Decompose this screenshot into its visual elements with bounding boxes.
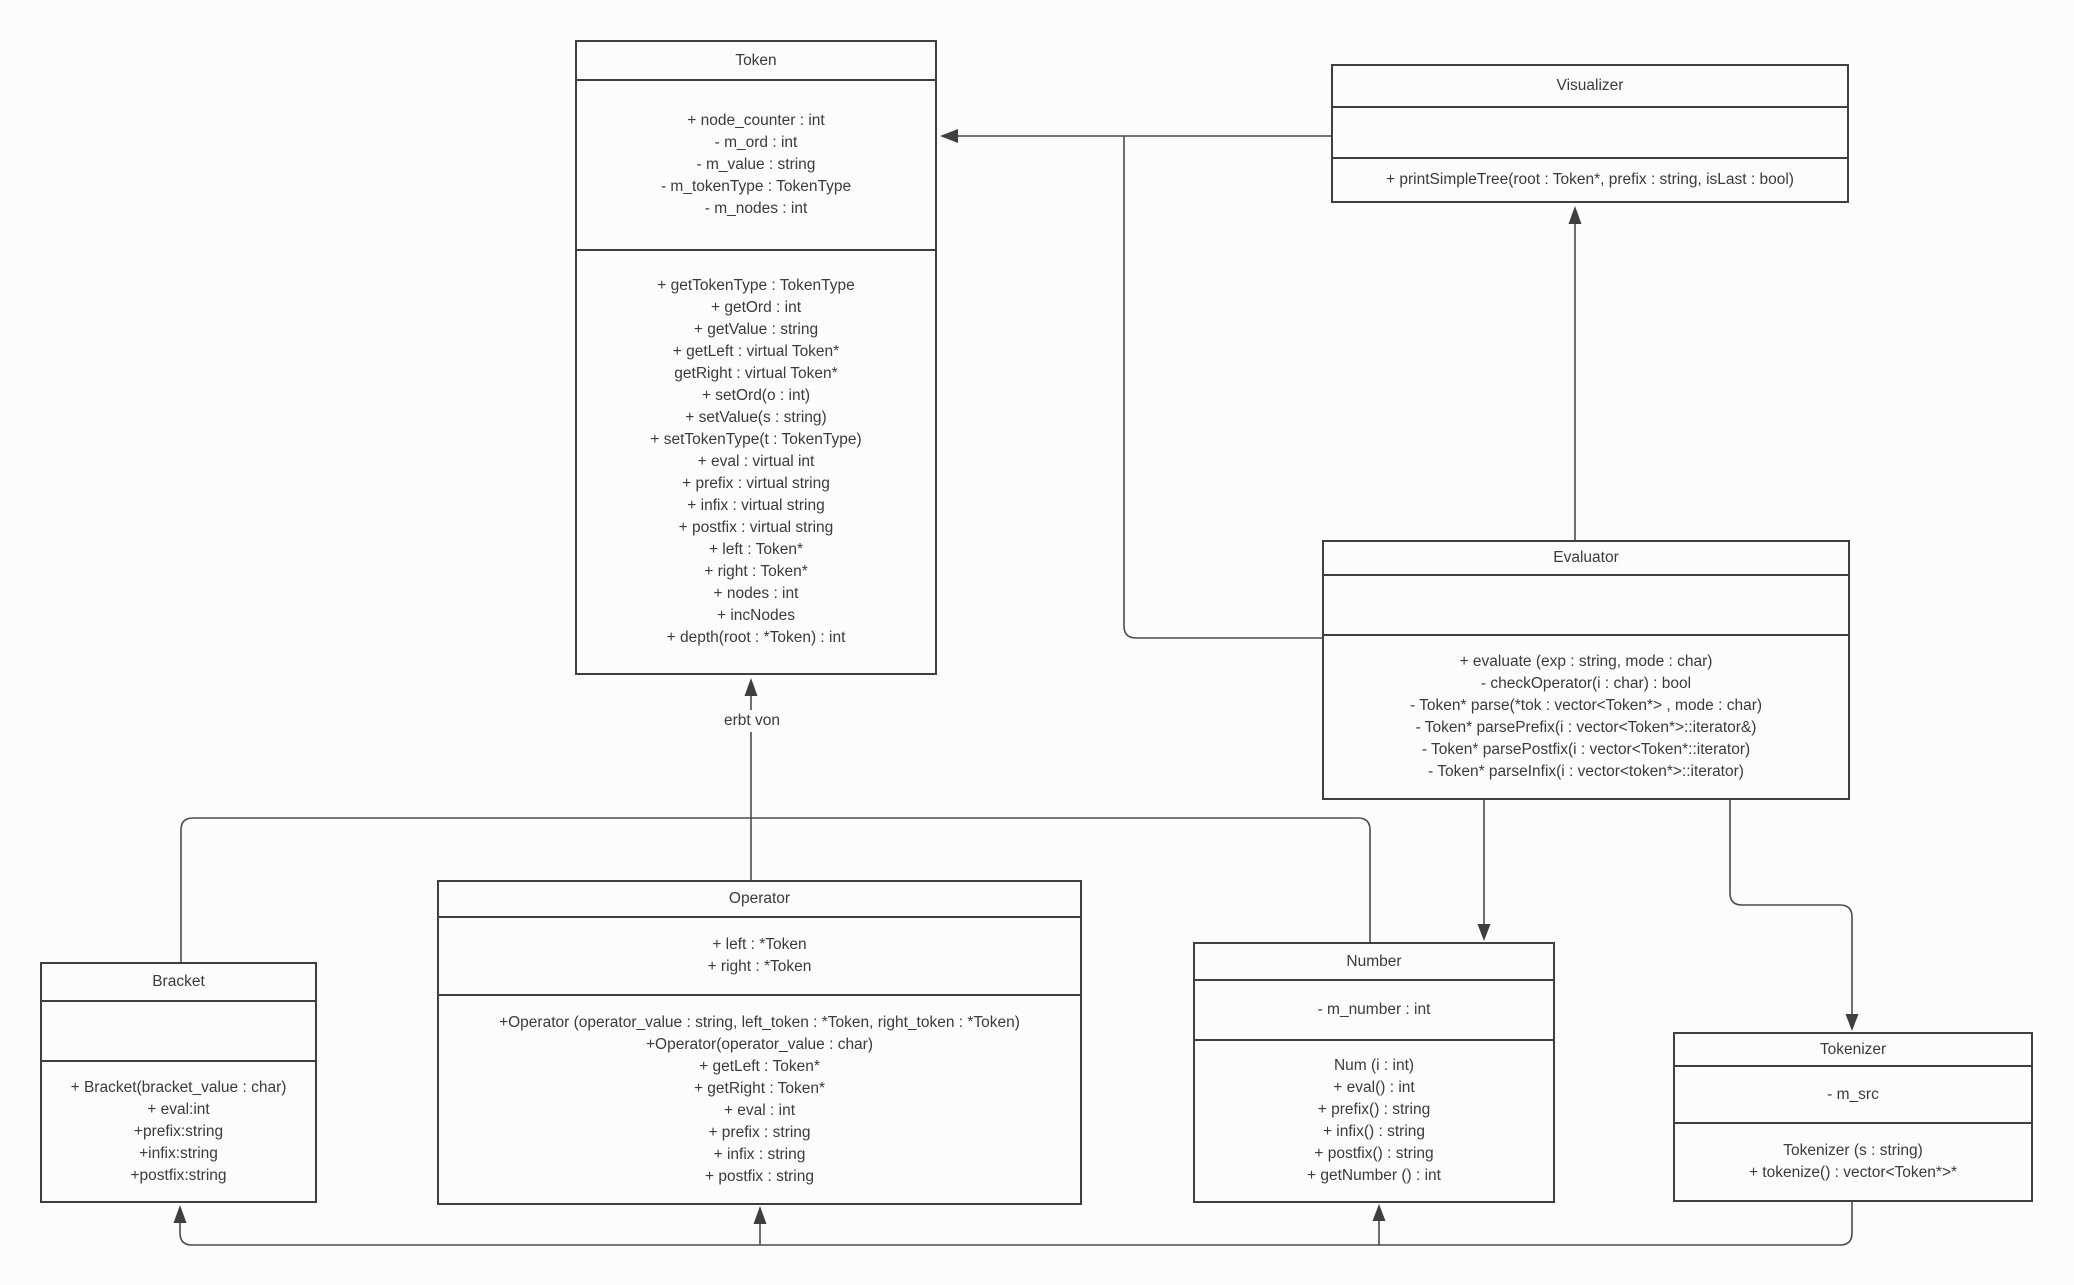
member-row: + getNumber () : int	[1307, 1167, 1441, 1184]
class-attributes-evaluator	[1324, 574, 1848, 634]
member-row: + getTokenType : TokenType	[657, 277, 855, 294]
member-row: + getOrd : int	[710, 299, 802, 316]
class-methods-token: + getTokenType : TokenType + getOrd : int…	[577, 249, 935, 673]
member-row: - Token* parse(*tok : vector<Token*> , m…	[1409, 697, 1763, 714]
class-methods-tokenizer: Tokenizer (s : string) + tokenize() : vec…	[1675, 1122, 2031, 1200]
class-title-bracket: Bracket	[152, 973, 205, 990]
class-box-tokenizer: Tokenizer - m_src Tokenizer (s : string)…	[1673, 1032, 2033, 1202]
member-row: - m_nodes : int	[704, 200, 808, 217]
arrowhead-into-tokenizer-top	[1845, 1014, 1859, 1031]
member-row: + infix : string	[713, 1145, 806, 1163]
member-row: - m_number : int	[1317, 1001, 1431, 1018]
class-title-token: Token	[735, 51, 777, 69]
member-row: + eval : virtual int	[697, 453, 815, 470]
member-row: + prefix : virtual string	[682, 475, 830, 492]
member-row: + getRight : Token*	[693, 1079, 826, 1097]
edge-evaluator-to-token-branch	[1123, 136, 1322, 639]
member-row: + postfix : virtual string	[678, 519, 834, 536]
member-row: + Bracket(bracket_value : char)	[70, 1078, 287, 1096]
member-row: + setOrd(o : int)	[701, 387, 811, 404]
member-row: + postfix : string	[705, 1167, 814, 1185]
member-row: + right : Token*	[704, 563, 808, 580]
member-row: getRight : virtual Token*	[674, 365, 838, 382]
member-row: + setValue(s : string)	[685, 409, 827, 426]
member-row: + prefix() : string	[1317, 1101, 1431, 1118]
edge-evaluator-to-tokenizer	[1729, 800, 1853, 1015]
member-row: + right : *Token	[707, 958, 812, 975]
member-row: + getValue : string	[693, 321, 819, 338]
edge-tokenizer-bottom-bus	[179, 1202, 1853, 1246]
member-row: + postfix() : string	[1314, 1145, 1434, 1162]
member-row: +Operator (operator_value : string, left…	[499, 1013, 1020, 1031]
class-attributes-bracket	[42, 1000, 315, 1060]
member-row: - Token* parsePostfix(i : vector<Token*:…	[1421, 741, 1751, 758]
member-row: +Operator(operator_value : char)	[645, 1035, 874, 1053]
member-row: +postfix:string	[130, 1166, 227, 1184]
class-attributes-operator: + left : *Token + right : *Token	[439, 916, 1080, 994]
member-row: +prefix:string	[133, 1122, 224, 1140]
member-row: + getLeft : Token*	[699, 1057, 820, 1075]
member-row: + depth(root : *Token) : int	[666, 629, 846, 646]
member-row: Tokenizer (s : string)	[1783, 1142, 1923, 1159]
class-box-operator: Operator + left : *Token + right : *Token…	[437, 880, 1082, 1205]
arrowhead-into-bracket-bottom	[173, 1205, 187, 1223]
member-row: + node_counter : int	[687, 112, 825, 129]
member-row: + evaluate (exp : string, mode : char)	[1459, 653, 1713, 670]
member-row: + setTokenType(t : TokenType)	[650, 431, 862, 448]
arrowhead-into-token-bottom	[744, 678, 758, 696]
class-title-operator: Operator	[728, 890, 791, 907]
member-row: - m_src	[1827, 1085, 1879, 1103]
member-row: - checkOperator(i : char) : bool	[1480, 675, 1692, 692]
member-row: +infix:string	[139, 1144, 218, 1162]
member-row: + tokenize() : vector<Token*>*	[1748, 1164, 1958, 1181]
inheritance-edge-label: erbt von	[702, 710, 802, 732]
class-methods-number: Num (i : int) + eval() : int + prefix() : …	[1195, 1039, 1553, 1201]
member-row: + left : *Token	[712, 936, 807, 953]
class-title-visualizer: Visualizer	[1556, 77, 1624, 94]
member-row: + eval : int	[723, 1101, 796, 1119]
arrowhead-into-visualizer-bottom	[1568, 206, 1582, 224]
member-row: + getLeft : virtual Token*	[672, 343, 840, 360]
class-methods-evaluator: + evaluate (exp : string, mode : char) - …	[1324, 634, 1848, 798]
member-row: - Token* parsePrefix(i : vector<Token*>:…	[1415, 719, 1757, 736]
member-row: + left : Token*	[708, 541, 804, 558]
member-row: + incNodes	[717, 607, 795, 624]
member-row: - m_tokenType : TokenType	[660, 178, 852, 195]
member-row: Num (i : int)	[1333, 1057, 1415, 1074]
member-row: + printSimpleTree(root : Token*, prefix …	[1386, 171, 1794, 188]
member-row: + infix : virtual string	[687, 497, 825, 514]
class-methods-bracket: + Bracket(bracket_value : char) + eval:in…	[42, 1060, 315, 1201]
class-box-token: Token + node_counter : int - m_ord : int -…	[575, 40, 937, 675]
arrowhead-into-number-top	[1477, 924, 1491, 941]
class-attributes-number: - m_number : int	[1195, 979, 1553, 1039]
member-row: + eval() : int	[1333, 1079, 1415, 1096]
class-title-number: Number	[1346, 952, 1402, 970]
member-row: + eval:int	[147, 1100, 210, 1118]
class-attributes-tokenizer: - m_src	[1675, 1065, 2031, 1122]
class-box-visualizer: Visualizer + printSimpleTree(root : Toke…	[1331, 64, 1849, 203]
class-methods-operator: +Operator (operator_value : string, left…	[439, 994, 1080, 1203]
arrowhead-into-number-bottom	[1372, 1204, 1386, 1221]
member-row: - m_ord : int	[714, 134, 798, 151]
class-attributes-visualizer	[1333, 106, 1847, 157]
class-box-bracket: Bracket + Bracket(bracket_value : char)+…	[40, 962, 317, 1203]
class-box-number: Number - m_number : int Num (i : int) + e…	[1193, 942, 1555, 1203]
class-title-evaluator: Evaluator	[1553, 549, 1619, 566]
class-box-evaluator: Evaluator + evaluate (exp : string, mode…	[1322, 540, 1850, 800]
member-row: - Token* parseInfix(i : vector<token*>::…	[1428, 763, 1744, 780]
arrowhead-into-token-right	[940, 129, 958, 143]
class-title-tokenizer: Tokenizer	[1819, 1040, 1887, 1058]
member-row: - m_value : string	[696, 156, 816, 173]
member-row: + nodes : int	[713, 585, 799, 602]
arrowhead-into-operator-bottom	[753, 1206, 767, 1224]
class-methods-visualizer: + printSimpleTree(root : Token*, prefix …	[1333, 157, 1847, 201]
class-attributes-token: + node_counter : int - m_ord : int - m_val…	[577, 79, 935, 249]
member-row: + infix() : string	[1322, 1123, 1426, 1140]
member-row: + prefix : string	[708, 1123, 811, 1141]
